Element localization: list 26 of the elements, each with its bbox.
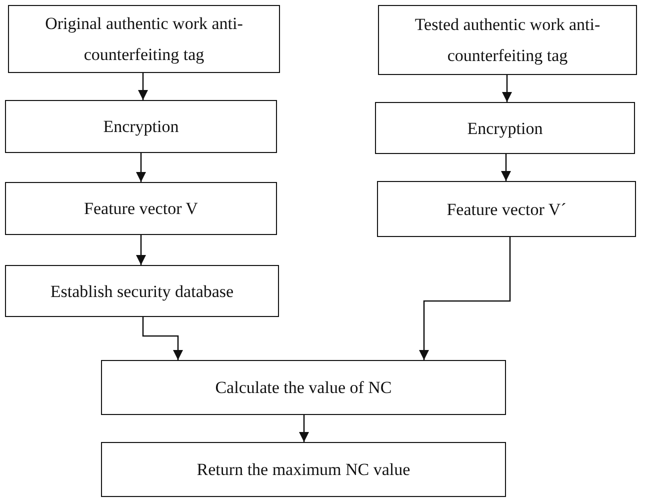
arrow bbox=[501, 154, 511, 181]
process-box bbox=[378, 5, 637, 75]
arrow bbox=[419, 237, 511, 360]
arrow bbox=[136, 235, 146, 265]
box-label: Calculate the value of NC bbox=[214, 377, 393, 399]
arrow bbox=[299, 415, 309, 442]
arrow bbox=[142, 317, 183, 360]
arrow bbox=[502, 75, 512, 102]
process-box bbox=[101, 442, 506, 497]
box-label: Encryption bbox=[102, 116, 180, 138]
process-box bbox=[101, 360, 506, 415]
process-box bbox=[375, 102, 635, 154]
process-box bbox=[5, 265, 279, 317]
box-label: Tested authentic work anti-counterfeiting tag bbox=[414, 14, 602, 67]
box-label: Feature vector V bbox=[83, 198, 199, 220]
box-label: Encryption bbox=[466, 118, 544, 140]
box-label: Original authentic work anti-counterfeiting tag bbox=[44, 13, 244, 66]
box-label: Return the maximum NC value bbox=[196, 459, 412, 481]
process-box bbox=[8, 5, 280, 73]
process-box bbox=[5, 100, 277, 153]
box-label: Establish security database bbox=[49, 280, 235, 303]
arrow bbox=[136, 153, 146, 182]
arrow bbox=[138, 73, 148, 100]
box-label: Feature vector V´ bbox=[446, 198, 568, 220]
process-box bbox=[377, 181, 636, 237]
process-box bbox=[5, 182, 277, 235]
